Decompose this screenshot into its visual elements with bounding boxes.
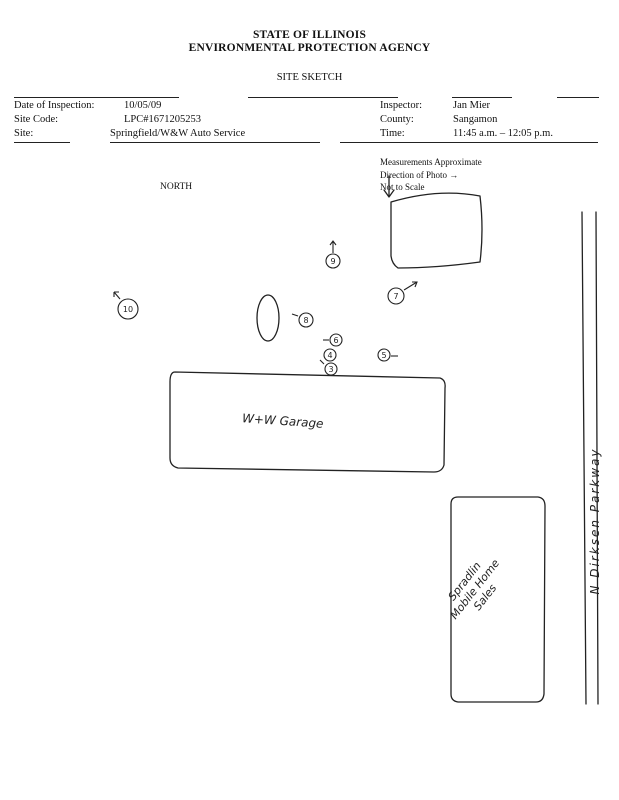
agency-heading: ENVIRONMENTAL PROTECTION AGENCY — [188, 42, 431, 54]
time-value: 11:45 a.m. – 12:05 p.m. — [453, 128, 553, 139]
garage-outline — [169, 371, 446, 473]
road-line-west — [581, 211, 587, 705]
photo-marker-5-icon — [377, 348, 391, 362]
site-underline-left — [14, 142, 70, 143]
site-code-value: LPC#1671205253 — [124, 114, 202, 125]
photo-marker-9-icon — [325, 253, 341, 269]
photo-marker-4-icon — [323, 348, 337, 362]
state-heading: STATE OF ILLINOIS — [252, 29, 367, 41]
photo-marker-10-icon — [117, 298, 139, 320]
site-label: Site: — [14, 128, 34, 139]
oval-tank-outline — [256, 294, 280, 342]
time-underline — [340, 142, 598, 143]
inspector-label: Inspector: — [380, 100, 422, 111]
date-label: Date of Inspection: — [14, 100, 95, 111]
road-label: N Dirksen Parkway — [588, 447, 602, 595]
photo-marker-6-icon — [329, 333, 343, 347]
photo-arrow-7-icon — [403, 281, 418, 291]
date-value: 10/05/09 — [124, 100, 162, 111]
photo-label-10: 10 — [123, 305, 133, 314]
photo-arrow-8-icon — [291, 313, 299, 317]
road-line-east — [595, 211, 599, 705]
photo-label-8: 8 — [303, 316, 308, 325]
site-underline-right — [110, 142, 320, 143]
photo-arrow-10-icon — [113, 291, 121, 300]
photo-label-4: 4 — [327, 351, 332, 360]
photo-marker-3-icon — [324, 362, 338, 376]
time-label: Time: — [380, 128, 405, 139]
photo-marker-7-icon — [387, 287, 405, 305]
ne-building-outline — [390, 192, 483, 269]
mobile-home-outline — [450, 496, 546, 703]
photo-marker-8-icon — [298, 312, 314, 328]
site-value: Springfield/W&W Auto Service — [110, 128, 246, 139]
rule-top-middle — [248, 97, 398, 98]
rule-top-left — [14, 97, 179, 98]
scale-note: Not to Scale — [380, 182, 425, 192]
county-value: Sangamon — [453, 114, 498, 125]
photo-label-5: 5 — [381, 351, 386, 360]
photo-arrow-3-icon — [319, 359, 325, 365]
site-code-label: Site Code: — [14, 114, 59, 125]
direction-note: Direction of Photo → — [380, 170, 459, 180]
rule-top-far-right — [557, 97, 599, 98]
photo-label-6: 6 — [333, 336, 338, 345]
form-title: SITE SKETCH — [276, 72, 343, 83]
county-label: County: — [380, 114, 414, 125]
photo-arrow-9-icon — [329, 240, 337, 253]
photo-label-3: 3 — [328, 365, 333, 374]
rule-top-right — [452, 97, 512, 98]
north-arrow-icon — [383, 175, 395, 198]
photo-label-9: 9 — [330, 257, 335, 266]
photo-label-7: 7 — [393, 292, 398, 301]
north-label: NORTH — [160, 182, 193, 192]
inspector-value: Jan Mier — [453, 100, 491, 111]
measurements-note: Measurements Approximate — [380, 157, 482, 167]
